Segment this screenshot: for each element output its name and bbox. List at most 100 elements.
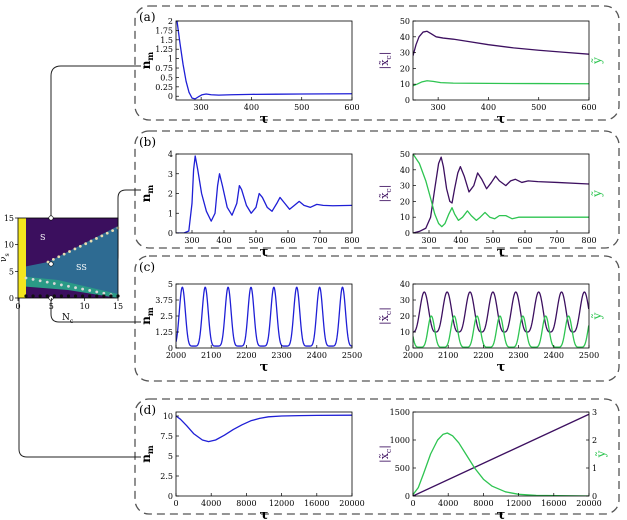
x-axis-label: τ — [497, 508, 506, 520]
x-tick-label: 16000 — [304, 499, 329, 508]
series-line-xc — [413, 413, 589, 496]
series-line-y — [413, 315, 589, 348]
panel-frame-b — [134, 130, 620, 249]
y-axis-label-xc: |x̃c| — [378, 52, 393, 70]
boundary-dot — [100, 234, 104, 238]
y-axis-label-xc: |x̃c| — [378, 185, 393, 203]
series-line-xc — [413, 156, 589, 233]
x-axis-label: τ — [260, 112, 269, 127]
phase-diagram-frame — [17, 217, 119, 299]
plot-frame — [175, 153, 353, 234]
series-line-y — [413, 80, 589, 87]
y-tick-label: 0 — [405, 344, 410, 353]
x-tick-label: 2300 — [271, 351, 291, 360]
panel-label-d: (d) — [139, 403, 156, 417]
y-tick-label: 20 — [400, 64, 410, 73]
y2-tick-label: 0 — [592, 492, 597, 501]
boundary-dot — [89, 239, 93, 243]
phase-x-tick-label: 0 — [15, 302, 20, 311]
x-tick-label: 16000 — [541, 499, 566, 508]
boundary-dot — [62, 252, 66, 256]
x-tick-label: 500 — [294, 103, 309, 112]
plot-frame — [175, 411, 353, 497]
x-tick-label: 4000 — [438, 499, 458, 508]
y-tick-label: 2.5 — [160, 312, 173, 321]
connector-line-c — [50, 298, 141, 323]
boundary-dot — [24, 276, 28, 280]
y-tick-label: 40 — [400, 280, 410, 289]
y-axis-label-nm: nm — [139, 445, 155, 463]
phase-point-b — [48, 261, 54, 267]
y-tick-label: 10 — [400, 213, 410, 222]
y-tick-label: 1500 — [390, 408, 410, 417]
series-line-xc — [413, 30, 589, 56]
boundary-dot — [95, 290, 99, 294]
x-tick-label: 400 — [481, 103, 496, 112]
y-tick-label: 10 — [400, 328, 410, 337]
x-tick-label: 800 — [581, 236, 596, 245]
boundary-dot — [78, 244, 82, 248]
boundary-dot — [95, 294, 99, 298]
series-line-y — [413, 432, 589, 496]
y-tick-label: 1.25 — [155, 45, 173, 54]
y-tick-label: 20 — [400, 197, 410, 206]
y-tick-label: 50 — [400, 17, 410, 26]
boundary-dot — [68, 250, 71, 253]
y-axis-label-y: ỹ — [590, 312, 604, 320]
y-axis-label-nm: nm — [139, 52, 155, 70]
x-axis-label: τ — [497, 360, 506, 375]
y-tick-label: 0 — [168, 92, 173, 101]
x-tick-label: 600 — [344, 103, 359, 112]
y-tick-label: 0 — [405, 229, 410, 238]
phase-region-bottom — [18, 286, 118, 298]
series-line-xc — [413, 291, 589, 333]
phase-point-a — [48, 215, 54, 221]
x-axis-label: τ — [497, 245, 506, 260]
boundary-dot — [66, 294, 71, 298]
x-tick-label: 500 — [531, 103, 546, 112]
y-tick-label: 0 — [405, 492, 410, 501]
boundary-dot — [88, 289, 92, 292]
region-label-s: S — [40, 233, 45, 242]
connector-line-a — [50, 65, 141, 218]
x-tick-label: 2200 — [236, 351, 256, 360]
y-tick-label: 7.5 — [160, 432, 173, 441]
boundary-dot — [52, 294, 56, 298]
y-tick-label: 3.75 — [155, 296, 173, 305]
series-line-nm — [176, 155, 352, 233]
x-tick-label: 500 — [248, 236, 263, 245]
plot-frame — [412, 411, 590, 497]
boundary-dot — [24, 294, 28, 298]
y-tick-label: 20 — [400, 312, 410, 321]
y-tick-label: 0.5 — [160, 73, 173, 82]
x-tick-label: 800 — [344, 236, 359, 245]
panel-label-a: (a) — [139, 10, 156, 24]
x-tick-label: 8000 — [236, 499, 256, 508]
boundary-dot — [45, 294, 49, 298]
y-tick-label: 3 — [168, 170, 173, 179]
phase-x-tick-label: 5 — [49, 302, 54, 311]
x-tick-label: 0 — [173, 499, 178, 508]
y-axis-label-y: ỹ — [594, 450, 608, 458]
x-tick-label: 400 — [244, 103, 259, 112]
y-tick-label: 10 — [400, 80, 410, 89]
y-tick-label: 2.5 — [160, 472, 173, 481]
x-tick-label: 300 — [431, 103, 446, 112]
plot-frame — [412, 20, 590, 101]
boundary-dot — [52, 282, 56, 285]
boundary-dot — [84, 242, 88, 246]
x-tick-label: 400 — [453, 236, 468, 245]
series-line-nm — [176, 414, 352, 443]
phase-y-tick-label: 0 — [9, 294, 14, 303]
x-tick-label: 500 — [485, 236, 500, 245]
boundary-dot — [74, 286, 77, 290]
plot-frame — [412, 153, 590, 234]
boundary-dot — [46, 260, 50, 264]
y-tick-label: 1.25 — [155, 328, 173, 337]
x-tick-label: 2200 — [473, 351, 493, 360]
phase-region-yellow — [18, 218, 26, 298]
x-tick-label: 2000 — [403, 351, 423, 360]
